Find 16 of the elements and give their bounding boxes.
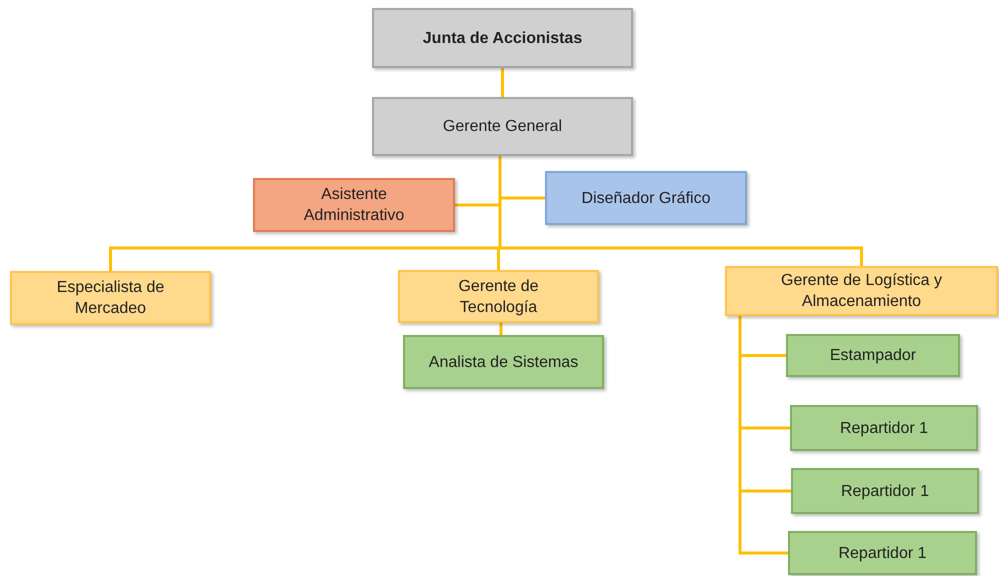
org-box: Especialista de Mercadeo [10, 271, 211, 325]
org-box: Gerente de Tecnología [398, 270, 599, 323]
connector-line [501, 68, 504, 97]
connector-line [498, 156, 863, 266]
org-box: Analista de Sistemas [403, 335, 604, 389]
org-box: Asistente Administrativo [253, 178, 455, 232]
org-box: Gerente de Logística y Almacenamiento [725, 266, 998, 316]
org-box: Estampador [786, 334, 960, 377]
org-box: Gerente General [372, 97, 633, 156]
connector-line [738, 316, 788, 554]
org-box: Diseñador Gráfico [545, 171, 747, 225]
org-box: Repartidor 1 [788, 531, 977, 575]
org-box: Junta de Accionistas [372, 8, 633, 68]
org-box: Repartidor 1 [791, 468, 979, 514]
org-box: Repartidor 1 [790, 405, 978, 451]
connector-line [500, 323, 502, 335]
